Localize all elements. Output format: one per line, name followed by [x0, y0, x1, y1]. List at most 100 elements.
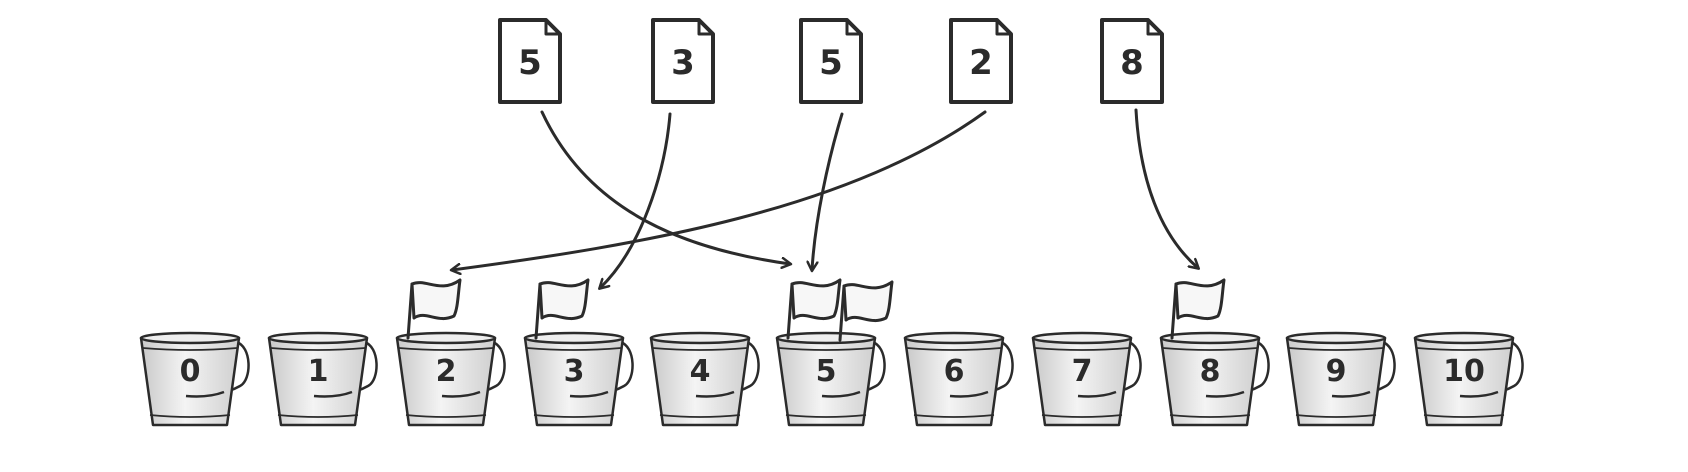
flag-cloth	[842, 280, 894, 323]
bucket-top-band	[398, 347, 494, 351]
bucket-top-band	[778, 347, 874, 351]
bucket-bottom-band	[405, 414, 487, 418]
bucket-bottom-band	[277, 414, 359, 418]
bucket-bottom-band	[149, 414, 231, 418]
bucket-top-band	[1034, 347, 1130, 351]
flag-cloth	[1174, 278, 1226, 321]
bucket-label: 6	[944, 354, 965, 389]
card-label: 5	[819, 43, 843, 83]
card-page-shape	[949, 18, 1013, 104]
number-card: 8	[1100, 18, 1164, 104]
flag-cloth	[538, 278, 590, 321]
card-page-shape	[799, 18, 863, 104]
bucket: 1	[267, 331, 378, 427]
number-card: 5	[498, 18, 562, 104]
card-label: 3	[671, 43, 695, 83]
card-page-shape	[498, 18, 562, 104]
bucket-rim	[903, 331, 1005, 345]
bucket: 4	[649, 331, 760, 427]
bucket: 8	[1159, 331, 1270, 427]
bucket-rim	[775, 331, 877, 345]
bucket-bottom-band	[1041, 414, 1123, 418]
buckets-layer: 0 1 2 3 4 5 6 7 8 9 10	[139, 331, 1524, 427]
bucket-rim	[649, 331, 751, 345]
card-page-shape	[1100, 18, 1164, 104]
sort-arrow	[812, 112, 844, 270]
bucket-label: 0	[180, 354, 201, 389]
arrows-layer	[452, 108, 1198, 288]
bucket-rim	[267, 331, 369, 345]
bucket-bottom-band	[533, 414, 615, 418]
bucket-rim	[1285, 331, 1387, 345]
bucket-handle-grip	[313, 390, 353, 398]
bucket-top-band	[1288, 347, 1384, 351]
bucket-top-band	[1162, 347, 1258, 351]
bucket-top-band	[906, 347, 1002, 351]
number-card: 3	[651, 18, 715, 104]
bucket: 3	[523, 331, 634, 427]
bucket-rim	[1413, 331, 1515, 345]
bucket-top-band	[142, 347, 238, 351]
flag-cloth	[790, 278, 842, 321]
bucket-handle-grip	[185, 390, 225, 398]
flag-icon	[534, 278, 590, 340]
flag-icon	[406, 278, 462, 340]
bucket: 9	[1285, 331, 1396, 427]
flag-icon	[786, 278, 842, 340]
card-label: 2	[969, 43, 993, 83]
flag-icon	[1170, 278, 1226, 340]
card-fold-corner	[697, 20, 713, 36]
bucket-bottom-band	[659, 414, 741, 418]
bucket-label: 2	[436, 354, 457, 389]
sort-arrow	[1134, 108, 1198, 268]
number-card: 2	[949, 18, 1013, 104]
bucket-bottom-band	[913, 414, 995, 418]
bucket: 0	[139, 331, 250, 427]
bucket-rim	[1159, 331, 1261, 345]
bucket-top-band	[270, 347, 366, 351]
bucket-label: 8	[1200, 354, 1221, 389]
bucket-handle-grip	[1205, 390, 1245, 398]
bucket: 2	[395, 331, 506, 427]
bucket-handle-grip	[569, 390, 609, 398]
card-label: 8	[1120, 43, 1144, 83]
bucket-label: 7	[1072, 354, 1093, 389]
flag-icon	[838, 280, 894, 342]
bucket-label: 4	[690, 354, 711, 389]
bucket-handle-grip	[1077, 390, 1117, 398]
flags-layer	[406, 278, 1226, 342]
flag-cloth	[410, 278, 462, 321]
bucket-label: 9	[1326, 354, 1347, 389]
card-fold-corner	[845, 20, 861, 36]
card-page-shape	[651, 18, 715, 104]
bucket-handle-grip	[1331, 390, 1371, 398]
bucket-handle-grip	[1459, 390, 1499, 398]
bucket: 7	[1031, 331, 1142, 427]
bucket-top-band	[1416, 347, 1512, 351]
sort-arrow	[452, 110, 987, 270]
bucket-handle-grip	[695, 390, 735, 398]
bucket-bottom-band	[1295, 414, 1377, 418]
bucket-top-band	[652, 347, 748, 351]
bucket-rim	[523, 331, 625, 345]
bucket-label: 3	[564, 354, 585, 389]
bucket-bottom-band	[1169, 414, 1251, 418]
card-fold-corner	[544, 20, 560, 36]
number-card: 5	[799, 18, 863, 104]
bucket-handle-grip	[441, 390, 481, 398]
bucket-label: 5	[816, 354, 837, 389]
bucket-handle-grip	[949, 390, 989, 398]
sort-arrow	[600, 112, 672, 288]
bucket: 6	[903, 331, 1014, 427]
bucket: 5	[775, 331, 886, 427]
bucket-bottom-band	[1423, 414, 1505, 418]
cards-layer: 5 3 5 2 8	[498, 18, 1164, 104]
bucket-rim	[1031, 331, 1133, 345]
bucket-rim	[395, 331, 497, 345]
bucket-bottom-band	[785, 414, 867, 418]
bucket-label: 10	[1443, 354, 1485, 389]
card-fold-corner	[1146, 20, 1162, 36]
bucket-handle-grip	[821, 390, 861, 398]
card-label: 5	[518, 43, 542, 83]
